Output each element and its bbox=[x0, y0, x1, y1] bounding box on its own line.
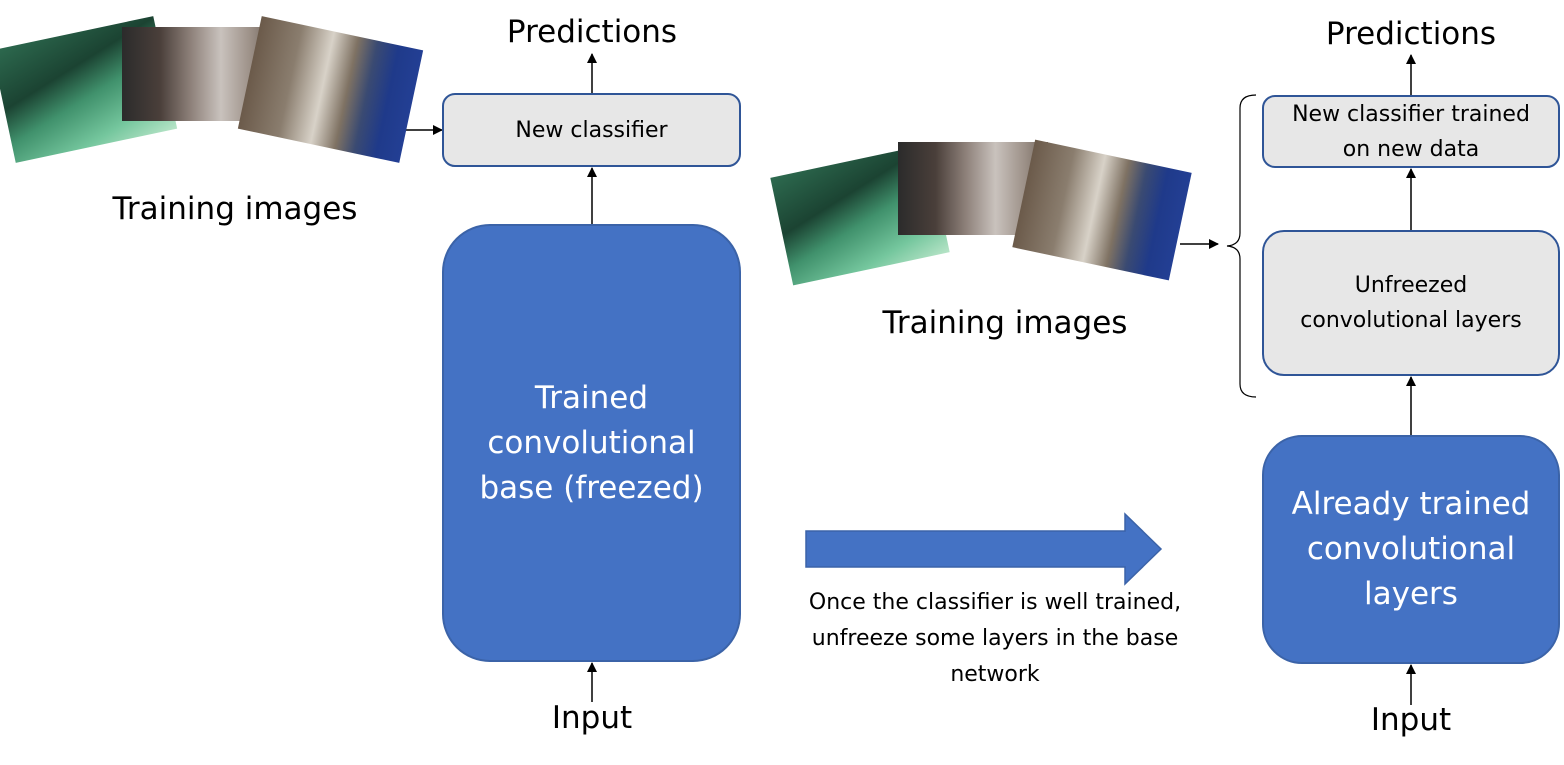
training-images-label-left: Training images bbox=[112, 191, 358, 227]
already-trained-box: Already trained convolutional layers bbox=[1262, 435, 1560, 664]
classifier-new-data-box: New classifier trained on new data bbox=[1262, 95, 1560, 168]
unfreezed-layers-label: Unfreezed convolutional layers bbox=[1300, 273, 1522, 333]
frozen-base-label: Trained convolutional base (freezed) bbox=[479, 379, 704, 506]
already-trained-label: Already trained convolutional layers bbox=[1291, 486, 1531, 612]
predictions-label-left: Predictions bbox=[506, 14, 678, 50]
input-label-left: Input bbox=[551, 700, 633, 736]
input-label-right: Input bbox=[1370, 702, 1452, 738]
trainable-bracket bbox=[1226, 94, 1257, 398]
frozen-base-box: Trained convolutional base (freezed) bbox=[442, 224, 741, 662]
transition-arrow bbox=[805, 512, 1163, 586]
classifier-new-data-label: New classifier trained on new data bbox=[1292, 101, 1530, 162]
training-images-label-right: Training images bbox=[882, 305, 1128, 341]
transition-caption: Once the classifier is well trained, unf… bbox=[808, 590, 1182, 687]
unfreezed-layers-box: Unfreezed convolutional layers bbox=[1262, 230, 1560, 376]
new-classifier-label: New classifier bbox=[515, 117, 668, 143]
new-classifier-box: New classifier bbox=[442, 93, 741, 167]
predictions-label-right: Predictions bbox=[1325, 16, 1497, 52]
